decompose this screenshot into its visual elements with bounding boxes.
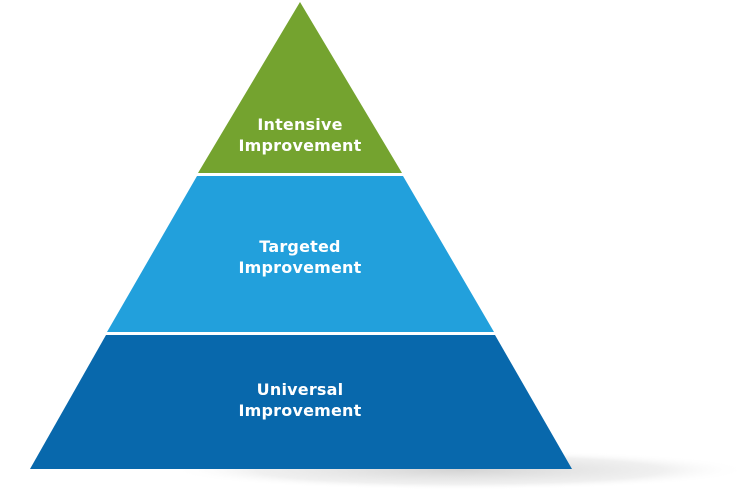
tier-targeted-label: Targeted Improvement: [170, 236, 430, 278]
tier-intensive-label: Intensive Improvement: [170, 114, 430, 156]
tier-universal-line1: Universal: [256, 380, 344, 399]
tier-targeted-line1: Targeted: [259, 237, 341, 256]
tier-universal-line2: Improvement: [238, 401, 362, 420]
tier-universal-label: Universal Improvement: [170, 379, 430, 421]
tier-intensive-line1: Intensive: [257, 115, 343, 134]
tier-universal-shape: [30, 335, 572, 469]
tier-targeted-line2: Improvement: [238, 258, 362, 277]
tier-intensive-shape: [198, 2, 402, 173]
tier-intensive-line2: Improvement: [238, 136, 362, 155]
tier-targeted-shape: [107, 176, 494, 332]
